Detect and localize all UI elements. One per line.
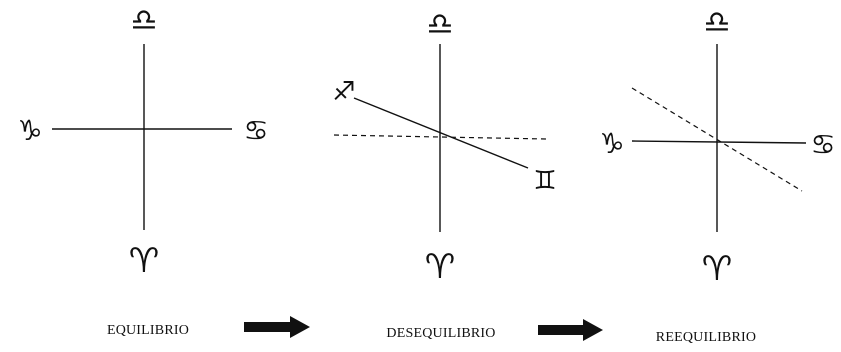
- tilted-axis: [353, 97, 529, 169]
- libra-symbol: ♎: [427, 7, 454, 42]
- cancer-symbol: ♋: [243, 114, 268, 147]
- caption-reequilibrium: REEQUILIBRIO: [656, 330, 756, 345]
- capricorn-symbol: ♑: [17, 114, 42, 147]
- dashed-shifted-line: [631, 87, 803, 192]
- cancer-symbol: ♋: [810, 128, 835, 161]
- aries-symbol: ♈: [425, 247, 455, 287]
- caption-disequilibrium: DESEQUILIBRIO: [386, 326, 495, 341]
- libra-symbol: ♎: [704, 5, 731, 40]
- aries-symbol: ♈: [702, 249, 732, 289]
- aries-symbol: ♈: [129, 241, 159, 281]
- panel-equilibrium: ♎ ♈ ♑ ♋ EQUILIBRIO: [17, 3, 268, 338]
- libra-symbol: ♎: [131, 3, 158, 38]
- panel-reequilibrium: ♎ ♈ ♑ ♋ REEQUILIBRIO: [599, 5, 835, 345]
- capricorn-symbol: ♑: [599, 127, 624, 160]
- flow-arrow-1-icon: [244, 316, 310, 338]
- panel-disequilibrium: ♎ ♈ ♐ ♊ DESEQUILIBRIO: [332, 7, 556, 341]
- sagittarius-symbol: ♐: [332, 77, 355, 107]
- gemini-symbol: ♊: [533, 166, 556, 196]
- flow-arrow-2-icon: [538, 319, 603, 341]
- caption-equilibrium: EQUILIBRIO: [107, 323, 189, 338]
- horizontal-axis: [631, 140, 807, 144]
